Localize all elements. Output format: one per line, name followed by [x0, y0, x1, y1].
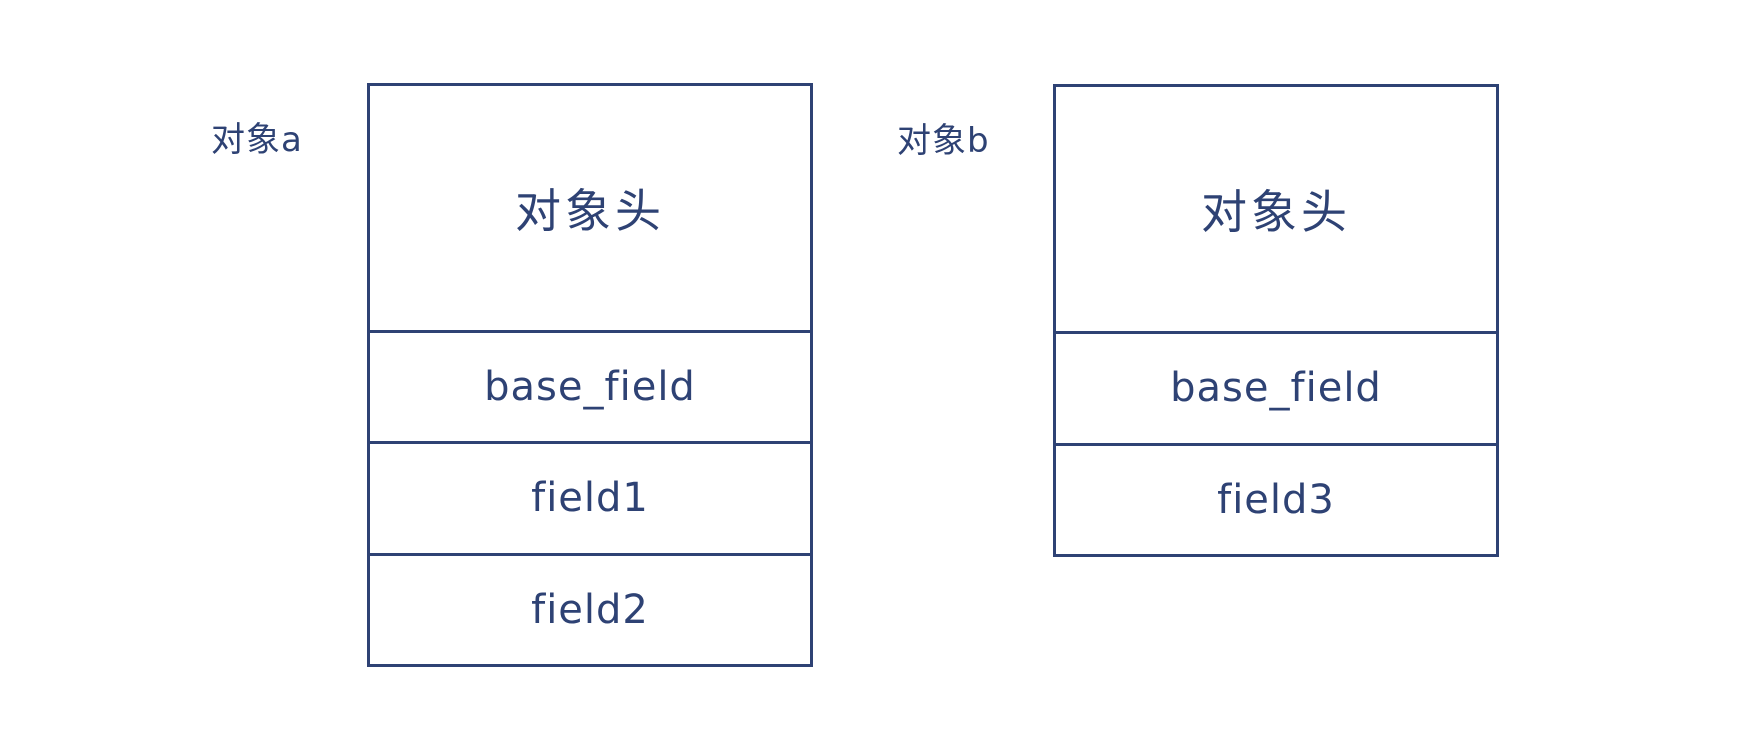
object-a-header-cell: 对象头: [515, 184, 665, 238]
object-b-box: 对象头 base_field field3: [1053, 84, 1499, 557]
object-a-base-field-cell: base_field: [370, 330, 810, 441]
object-a-field2-cell: field2: [370, 552, 810, 664]
object-a-field1-cell: field1: [370, 441, 810, 552]
object-b-header-cell: 对象头: [1201, 185, 1351, 239]
object-a-label: 对象a: [211, 120, 303, 160]
object-b-field3-cell: field3: [1056, 442, 1496, 555]
object-b-base-field-cell: base_field: [1056, 331, 1496, 443]
object-b-label: 对象b: [897, 121, 990, 161]
object-a-box: 对象头 base_field field1 field2: [367, 83, 813, 667]
